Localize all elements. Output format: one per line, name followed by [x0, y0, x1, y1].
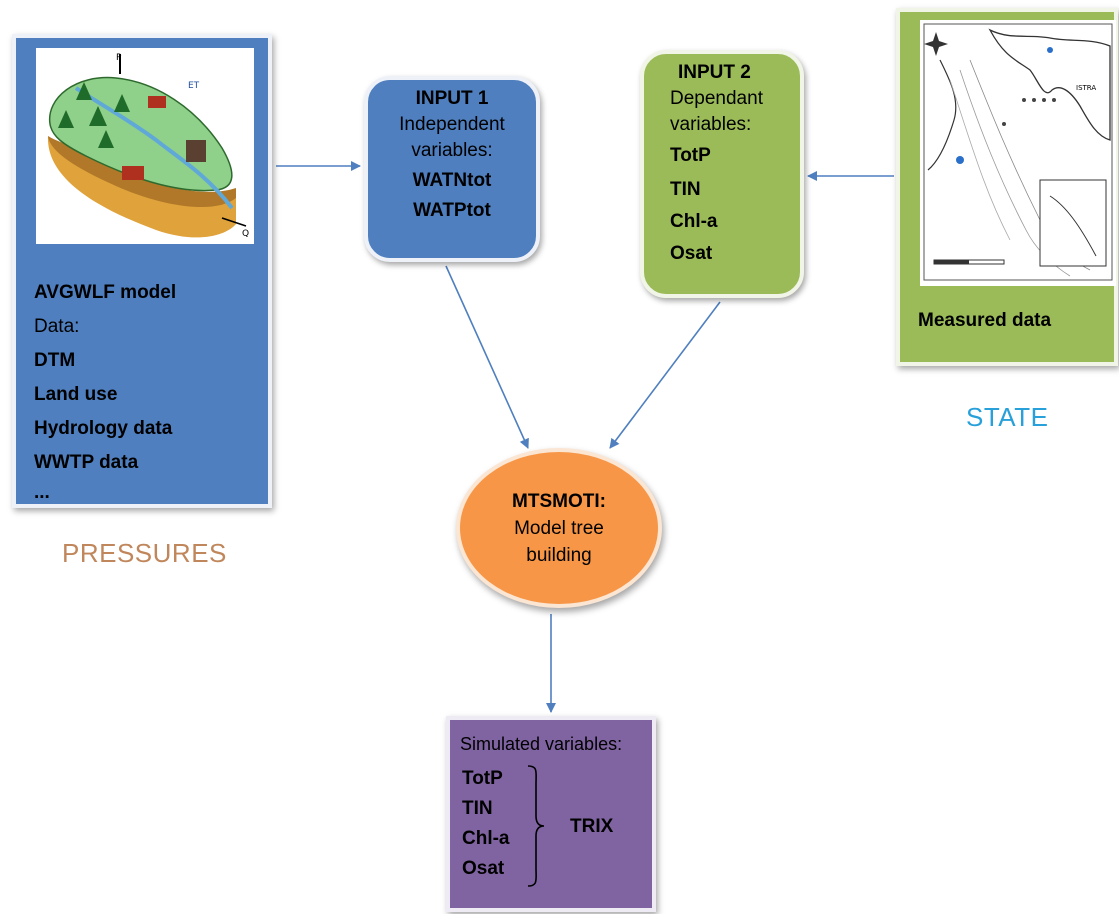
curly-brace-icon	[527, 765, 545, 887]
avgwlf-item: Hydrology data	[34, 418, 173, 439]
input2-var: TIN	[670, 179, 701, 200]
mtsmoti-model-node: MTSMOTI: Model tree building	[456, 448, 662, 608]
simulated-var: TotP	[462, 768, 503, 789]
input2-var: Osat	[670, 243, 713, 264]
watershed-illustration: P ET Q	[36, 48, 254, 244]
input1-title: INPUT 1	[415, 88, 489, 109]
input1-var: WATPtot	[413, 200, 491, 221]
label-p: P	[116, 53, 122, 63]
model-line1: Model tree	[514, 518, 604, 539]
map-label-istra: ISTRA	[1076, 84, 1096, 92]
input2-var: Chl-a	[670, 211, 718, 232]
input2-title: INPUT 2	[678, 62, 751, 83]
simulated-title: Simulated variables:	[460, 734, 623, 754]
input1-box: INPUT 1 Independent variables: WATNtot W…	[364, 76, 540, 262]
avgwlf-item: WWTP data	[34, 452, 139, 473]
arrow-input1-to-model	[445, 265, 529, 449]
simulated-variables-box: Simulated variables: TotP TIN Chl-a Osat…	[446, 716, 656, 912]
input2-line1: Dependant	[670, 88, 763, 109]
adriatic-map-image: ISTRA	[920, 20, 1116, 286]
avgwlf-title: AVGWLF model	[34, 282, 177, 303]
input2-line2: variables:	[670, 114, 752, 135]
input2-box: INPUT 2 Dependant variables: TotP TIN Ch…	[640, 50, 804, 298]
model-line2: building	[526, 545, 592, 566]
avgwlf-data-label: Data:	[34, 316, 80, 337]
input1-var: WATNtot	[412, 170, 492, 191]
input2-var: TotP	[670, 145, 711, 166]
state-label: STATE	[966, 402, 1049, 432]
label-q: Q	[242, 229, 249, 239]
input1-line2: variables:	[411, 140, 493, 161]
input1-line1: Independent	[399, 114, 505, 135]
arrow-input2-to-model	[609, 301, 721, 449]
simulated-var: TIN	[462, 798, 493, 819]
simulated-var: Chl-a	[462, 828, 510, 849]
model-title: MTSMOTI:	[512, 491, 606, 512]
measured-data-label: Measured data	[918, 310, 1052, 331]
simulated-var: Osat	[462, 858, 505, 879]
trix-label: TRIX	[570, 816, 614, 837]
measured-data-box: ISTRA Measured data	[896, 8, 1118, 366]
pressures-label: PRESSURES	[62, 538, 227, 568]
avgwlf-item: DTM	[34, 350, 76, 371]
label-et: ET	[188, 81, 200, 91]
avgwlf-item: Land use	[34, 384, 118, 405]
avgwlf-item: ...	[34, 482, 50, 503]
avgwlf-model-box: P ET Q AVGWLF model Data: DTM Land use H…	[12, 34, 272, 508]
